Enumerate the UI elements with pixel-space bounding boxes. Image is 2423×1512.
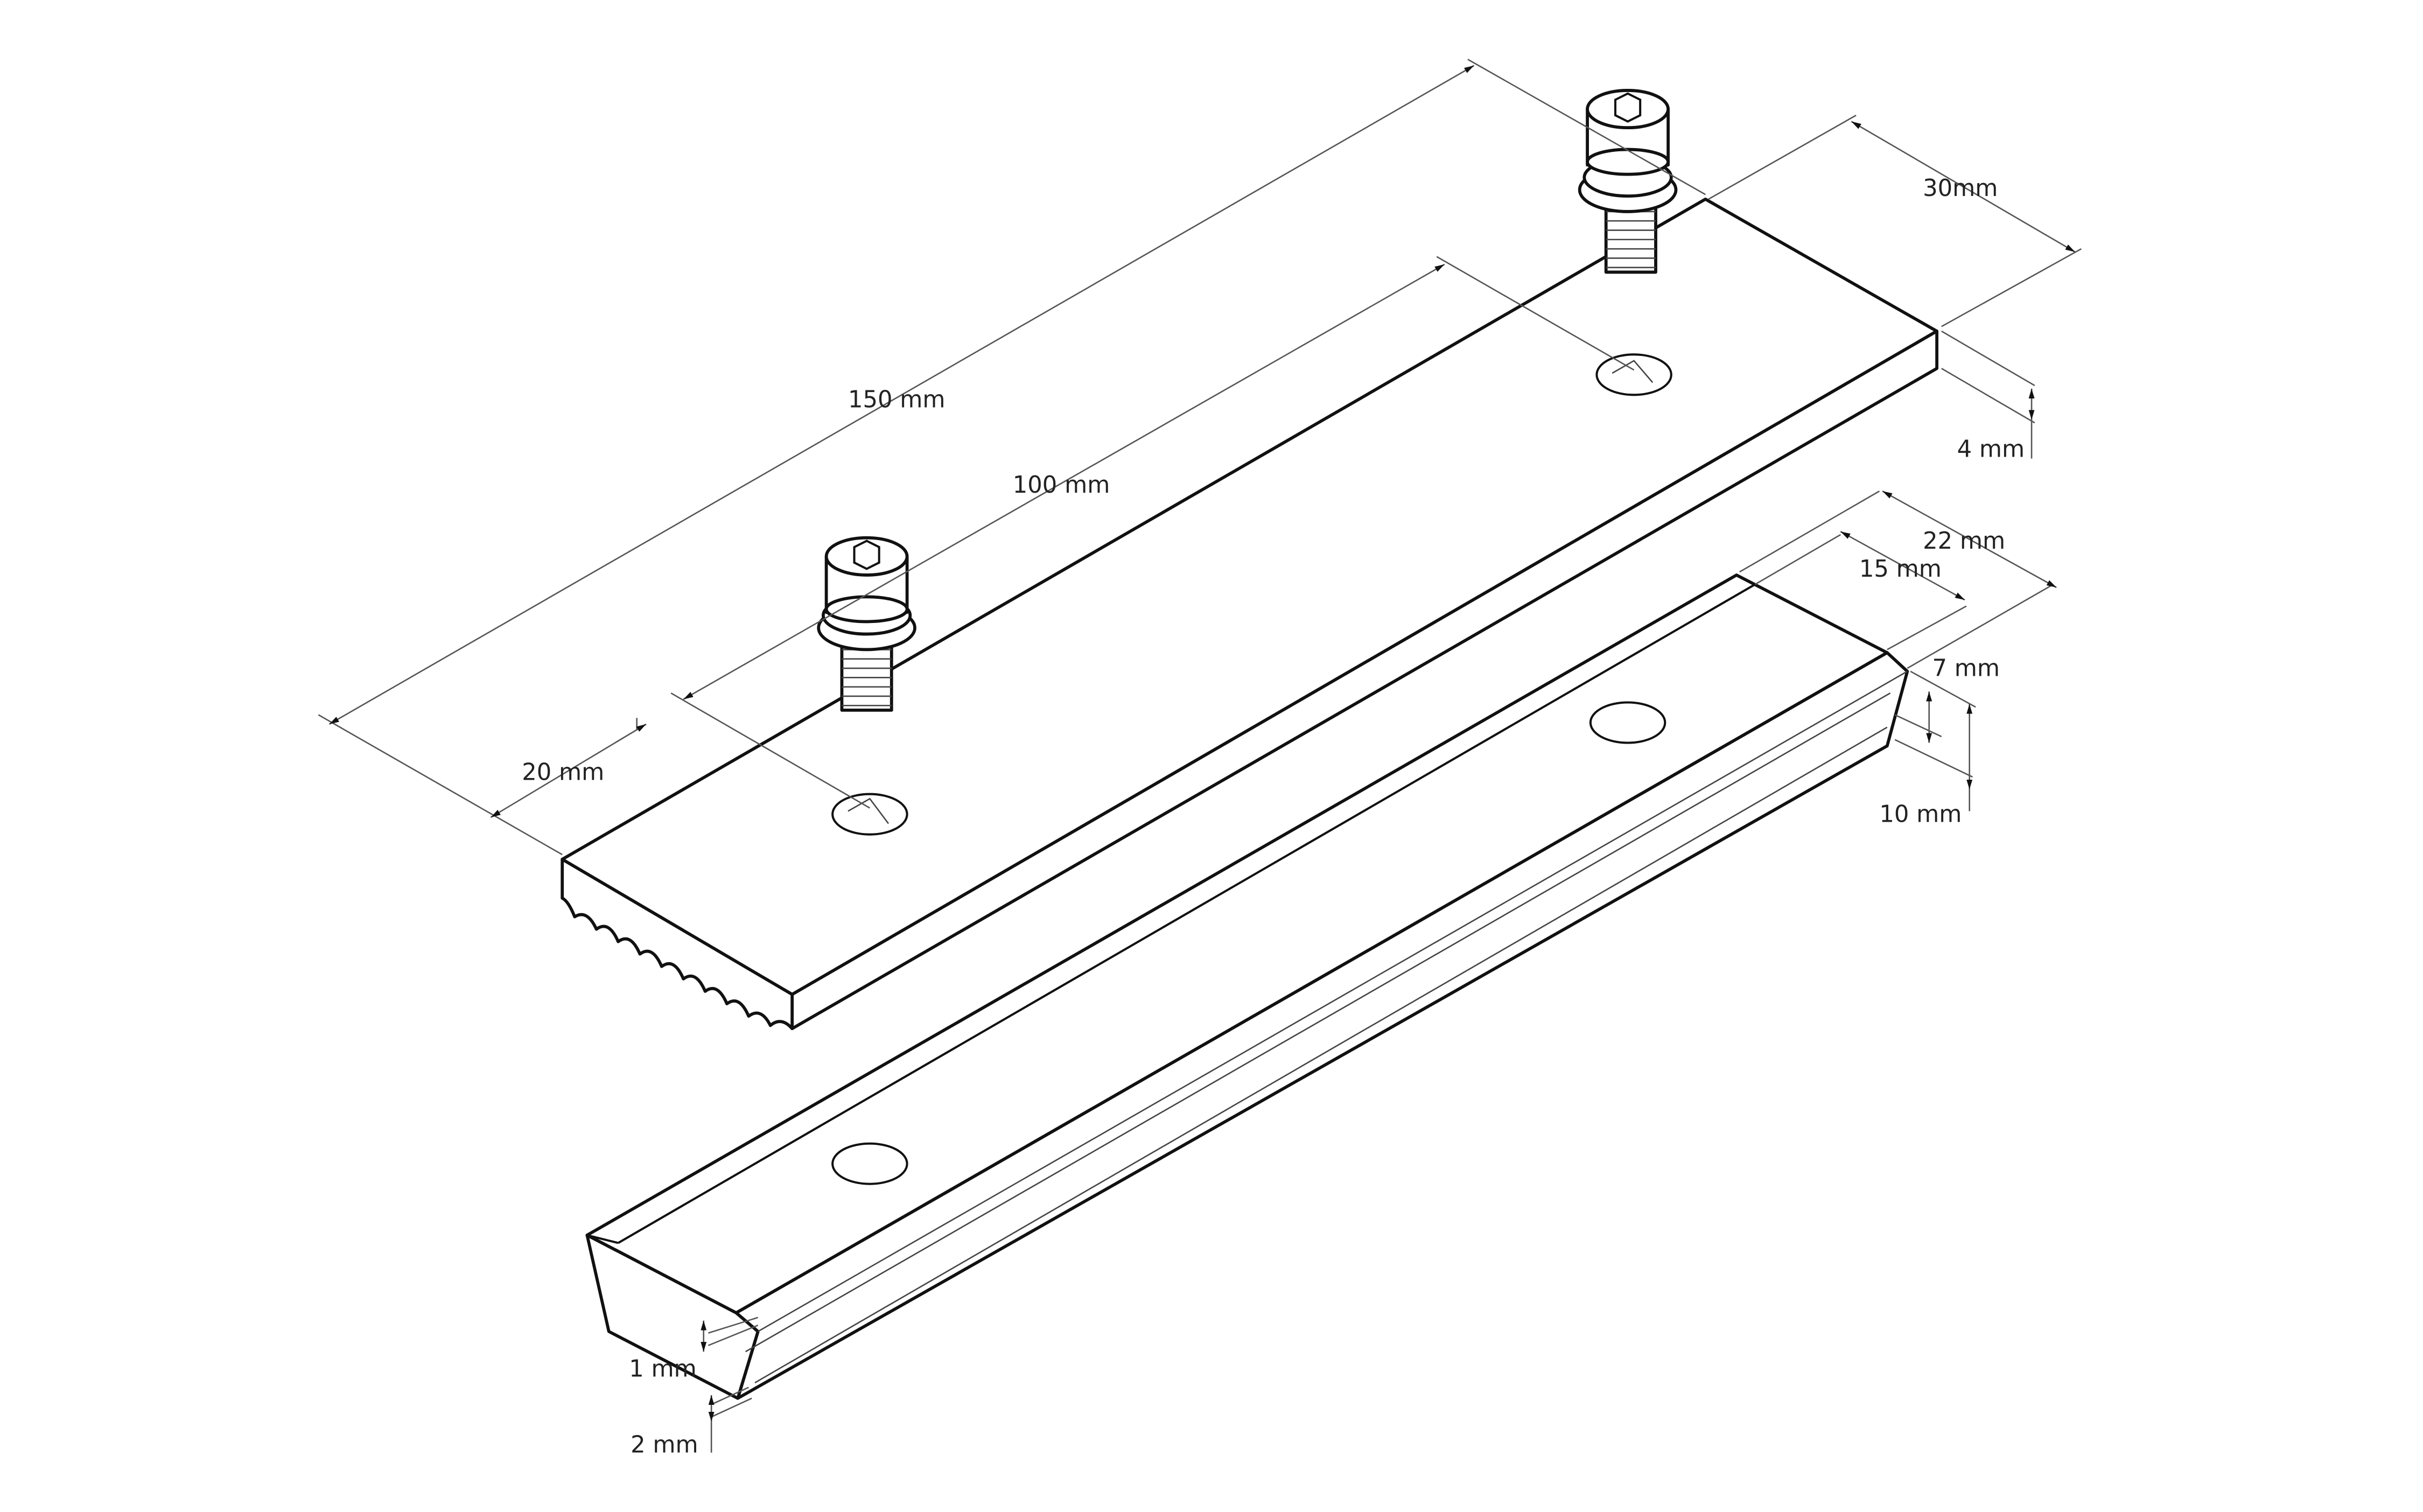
rail <box>585 573 1909 1400</box>
label-2mm: 2 mm <box>631 1432 698 1459</box>
label-4mm: 4 mm <box>1957 436 2025 463</box>
label-100mm: 100 mm <box>1013 472 1110 499</box>
label-20mm: 20 mm <box>522 759 604 786</box>
dimension-lines <box>318 59 2082 1453</box>
plate-hole-2 <box>1595 353 1672 396</box>
rail-hole-1 <box>831 1142 908 1185</box>
label-1mm: 1 mm <box>629 1355 697 1382</box>
rail-hole-2 <box>1589 701 1666 744</box>
label-150mm: 150 mm <box>848 386 946 413</box>
label-15mm: 15 mm <box>1859 556 1942 583</box>
label-22mm: 22 mm <box>1923 528 2005 555</box>
label-7mm: 7 mm <box>1932 655 2000 682</box>
label-30mm: 30mm <box>1923 175 1998 202</box>
label-10mm: 10 mm <box>1879 801 1962 828</box>
screw-2 <box>1578 89 1678 274</box>
plate-hole-1 <box>831 793 908 836</box>
